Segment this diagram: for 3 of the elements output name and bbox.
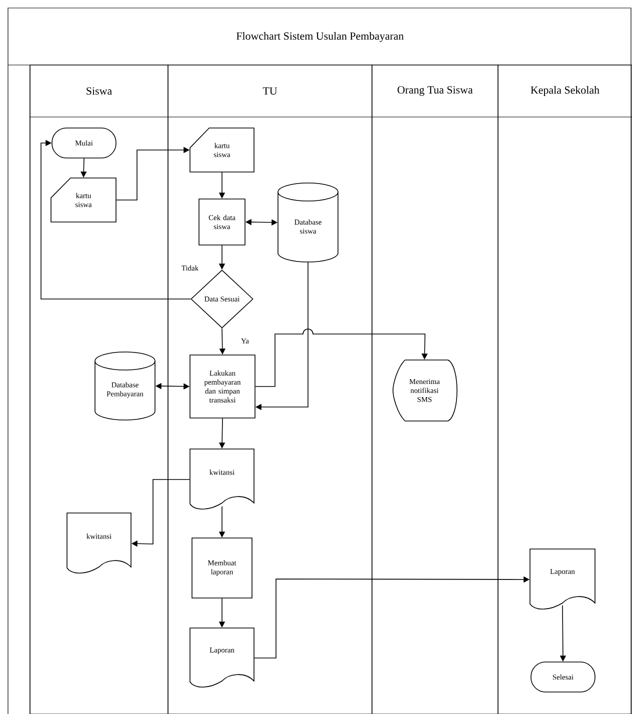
arrow xyxy=(40,140,191,300)
arrow xyxy=(255,328,428,387)
title: Flowchart Sistem Usulan Pembayaran xyxy=(236,32,404,42)
